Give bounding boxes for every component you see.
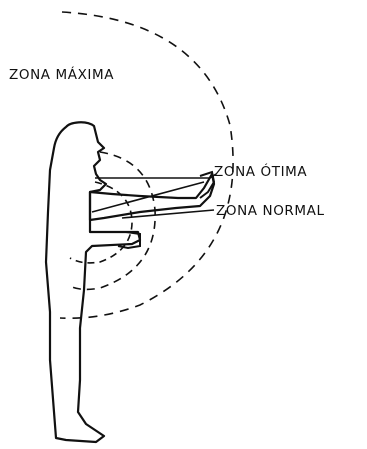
person-silhouette bbox=[46, 122, 140, 442]
normal-leader bbox=[122, 210, 214, 218]
arm-outline bbox=[90, 174, 214, 220]
label-zona-maxima: ZONA MÁXIMA bbox=[9, 69, 114, 83]
label-zona-normal: ZONA NORMAL bbox=[216, 205, 325, 219]
label-zona-otima: ZONA ÓTIMA bbox=[214, 166, 307, 180]
zone-otima-arc bbox=[68, 152, 155, 289]
